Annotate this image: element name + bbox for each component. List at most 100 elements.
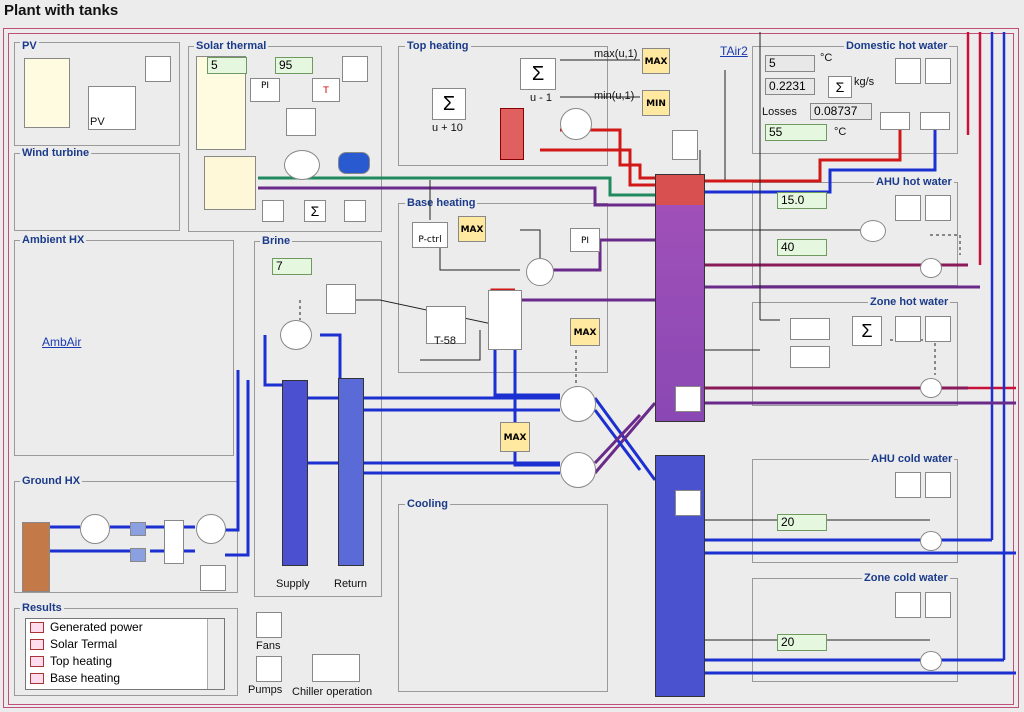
cold-tank-gauge[interactable] [675, 490, 701, 516]
ahu-cold-pump-icon[interactable] [920, 531, 942, 551]
brine-supply-tank[interactable] [282, 380, 308, 566]
base-pctrl-block[interactable]: P-ctrl [412, 222, 448, 248]
zone-cold-value[interactable]: 20 [777, 634, 827, 651]
zone-hot-pump-icon[interactable] [920, 378, 942, 398]
solar-heat-exchanger[interactable] [338, 152, 370, 174]
solar-value-1[interactable]: 5 [207, 57, 247, 74]
pv-gauge-icon[interactable] [145, 56, 171, 82]
results-list[interactable]: Generated power Solar Termal Top heating… [25, 618, 225, 690]
list-item[interactable]: Top heating [26, 653, 224, 670]
dhw-unit-2: kg/s [854, 76, 875, 88]
zone-hot-profile-2[interactable] [790, 346, 830, 368]
list-item-label: Top heating [50, 654, 113, 668]
top-sum-block-1[interactable]: Σ [520, 58, 556, 90]
ahu-hot-gauge-2[interactable] [925, 195, 951, 221]
ground-borehole[interactable] [22, 522, 50, 592]
dhw-value-1[interactable]: 5 [765, 55, 815, 72]
solar-thermal-panel [188, 46, 382, 232]
top-tank-heater[interactable] [500, 108, 524, 160]
ahu-cold-gauge-2[interactable] [925, 472, 951, 498]
ground-filter-1[interactable] [130, 522, 146, 536]
ground-pump-2[interactable] [196, 514, 226, 544]
solar-collector-block-2[interactable] [204, 156, 256, 210]
solar-value-2[interactable]: 95 [275, 57, 313, 74]
zone-hot-gauge-1[interactable] [895, 316, 921, 342]
chiller-2-icon[interactable] [560, 452, 596, 488]
pumps-label: Pumps [248, 684, 283, 696]
ground-pump-1[interactable] [80, 514, 110, 544]
zone-cold-gauge-1[interactable] [895, 592, 921, 618]
top-min-button[interactable]: MIN [642, 90, 670, 116]
dhw-losses-value[interactable]: 0.08737 [810, 103, 872, 120]
zone-cold-pump-icon[interactable] [920, 651, 942, 671]
ahu-hot-value-2[interactable]: 40 [777, 239, 827, 256]
top-max-button[interactable]: MAX [642, 48, 670, 74]
dhw-value-2[interactable]: 0.2231 [765, 78, 815, 95]
solar-temp-sensor[interactable]: T [312, 78, 340, 102]
fans-gauge-icon[interactable] [256, 612, 282, 638]
zone-hot-sum-block[interactable]: Σ [852, 316, 882, 346]
top-heating-panel [398, 46, 608, 166]
ambair-link[interactable]: AmbAir [42, 335, 82, 349]
dhw-gauge-icon-1[interactable] [895, 58, 921, 84]
base-curve-block[interactable] [426, 306, 466, 344]
dhw-sum-block[interactable]: Σ [828, 76, 852, 98]
list-item[interactable]: Solar Termal [26, 636, 224, 653]
base-max-button-2[interactable]: MAX [570, 318, 600, 346]
dhw-gauge-icon-2[interactable] [925, 58, 951, 84]
ground-valve[interactable] [164, 520, 184, 564]
brine-return-tank[interactable] [338, 378, 364, 566]
base-heat-pump[interactable] [488, 290, 522, 350]
ahu-hot-value-1[interactable]: 15.0 [777, 192, 827, 209]
solar-filter-1[interactable] [262, 200, 284, 222]
zone-hot-gauge-2[interactable] [925, 316, 951, 342]
wind-turbine-title: Wind turbine [20, 147, 92, 159]
solar-sum-block[interactable]: Σ [304, 200, 326, 222]
pv-panel-block[interactable] [88, 86, 136, 130]
solar-pump-icon[interactable] [284, 150, 320, 180]
brine-supply-label: Supply [276, 578, 310, 590]
tair2-link[interactable]: TAir2 [720, 44, 748, 58]
top-sum-block-2[interactable]: Σ [432, 88, 466, 120]
base-pump-icon[interactable] [526, 258, 554, 286]
brine-pi-controller[interactable] [326, 284, 356, 314]
brine-value[interactable]: 7 [272, 258, 312, 275]
chiller-1-icon[interactable] [560, 386, 596, 422]
ahu-hot-pump-icon[interactable] [920, 258, 942, 278]
base-max-button-1[interactable]: MAX [458, 216, 486, 242]
hot-tank-gauge[interactable] [675, 386, 701, 412]
ahu-hot-temp-sensor[interactable] [860, 220, 886, 242]
ground-filter-2[interactable] [130, 548, 146, 562]
cooling-max-button[interactable]: MAX [500, 422, 530, 452]
solar-thermal-title: Solar thermal [194, 40, 269, 52]
chiller-operation-icon[interactable] [312, 654, 360, 682]
dhw-valve-2[interactable] [920, 112, 950, 130]
page-title: Plant with tanks [4, 2, 119, 19]
brine-pump-icon[interactable] [280, 320, 312, 350]
solar-mixer-block[interactable] [286, 108, 316, 136]
solar-gauge-icon[interactable] [342, 56, 368, 82]
solar-pi-controller[interactable]: PI [250, 78, 280, 102]
pv-array-block[interactable] [24, 58, 70, 128]
ahu-hot-water-title: AHU hot water [874, 176, 954, 188]
zone-hot-profile-1[interactable] [790, 318, 830, 340]
top-max-label: max(u,1) [594, 48, 638, 60]
ground-gauge-icon[interactable] [200, 565, 226, 591]
zone-cold-gauge-2[interactable] [925, 592, 951, 618]
ahu-hot-gauge-1[interactable] [895, 195, 921, 221]
base-pi-controller[interactable]: PI [570, 228, 600, 252]
dhw-valve-1[interactable] [880, 112, 910, 130]
ahu-cold-gauge-1[interactable] [895, 472, 921, 498]
hot-water-tank[interactable] [655, 174, 705, 422]
top-pi-controller[interactable] [672, 130, 698, 160]
list-item[interactable]: Generated power [26, 619, 224, 636]
results-scrollbar[interactable] [207, 619, 224, 689]
ground-hx-title: Ground HX [20, 475, 83, 487]
top-pump-icon[interactable] [560, 108, 592, 140]
results-panel [14, 608, 238, 696]
dhw-value-3[interactable]: 55 [765, 124, 827, 141]
list-item[interactable]: Base heating [26, 670, 224, 687]
ahu-cold-value[interactable]: 20 [777, 514, 827, 531]
pumps-gauge-icon[interactable] [256, 656, 282, 682]
solar-filter-2[interactable] [344, 200, 366, 222]
